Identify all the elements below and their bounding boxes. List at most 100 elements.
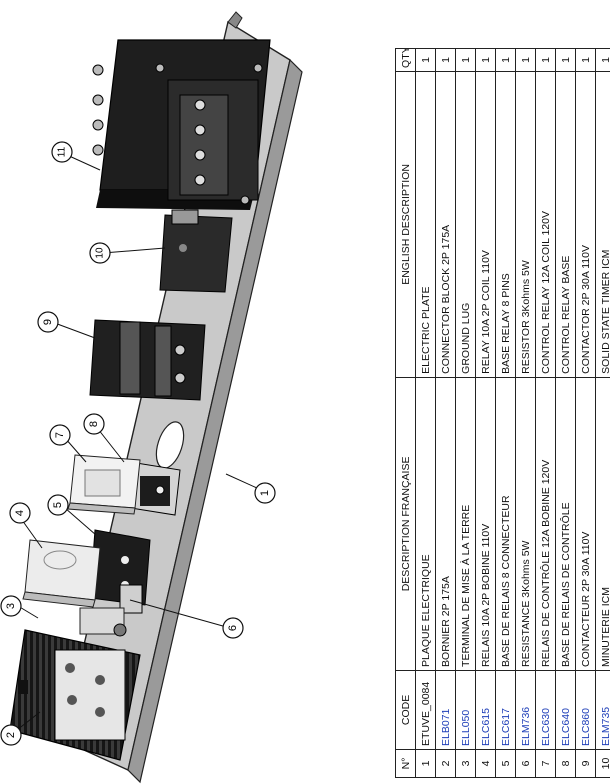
ground-lug-part [79, 607, 127, 637]
table-header-row: N° CODE DESCRIPTION FRANÇAISE ENGLISH DE… [395, 48, 416, 778]
part-code[interactable]: ELL050 [455, 670, 476, 750]
quantity: 1 [415, 48, 436, 72]
callout-5-label: 5 [52, 502, 64, 508]
timer-part [159, 209, 233, 293]
callout-2: 2 [0, 724, 22, 746]
callout-3-label: 3 [5, 603, 17, 609]
part-code[interactable]: ELB071 [435, 670, 456, 750]
french-description: CONTACTEUR 2P 30A 110V [575, 377, 596, 671]
english-description: GROUND LUG [455, 71, 476, 378]
electrical-plate-diagram: 1 2 3 4 5 6 7 8 9 10 11 [0, 11, 303, 784]
resistor-part [119, 584, 143, 614]
bill-of-materials: N° CODE DESCRIPTION FRANÇAISE ENGLISH DE… [395, 48, 610, 778]
part-code: ETUVE_0084 [415, 670, 436, 750]
french-description: PLAQUE ELECTRIQUE [415, 377, 436, 671]
callout-2-label: 2 [5, 732, 17, 738]
callout-7: 7 [49, 424, 71, 446]
callout-3: 3 [0, 595, 22, 617]
english-description: SOLID STATE TIMER ICM [595, 71, 610, 378]
header-french-description: DESCRIPTION FRANÇAISE [395, 377, 416, 671]
part-code[interactable]: ELM735 [595, 670, 610, 750]
english-description: RESISTOR 3Kohms 5W [515, 71, 536, 378]
header-number: N° [395, 749, 416, 778]
contactor-part [89, 319, 206, 401]
callout-1-label: 1 [259, 490, 271, 496]
callout-6-label: 6 [227, 625, 239, 631]
quantity: 1 [575, 48, 596, 72]
callout-6: 6 [222, 617, 244, 639]
parts-table: N° CODE DESCRIPTION FRANÇAISE ENGLISH DE… [395, 48, 610, 778]
header-qty: QTY [395, 48, 416, 72]
part-code[interactable]: ELM736 [515, 670, 536, 750]
part-code[interactable]: ELC617 [495, 670, 516, 750]
control-relay-part [67, 454, 141, 515]
quantity: 1 [435, 48, 456, 72]
quantity: 1 [455, 48, 476, 72]
relay-part [22, 539, 101, 608]
row-number: 7 [535, 749, 556, 778]
quantity: 1 [495, 48, 516, 72]
french-description: RESISTANCE 3Kohms 5W [515, 377, 536, 671]
french-description: TERMINAL DE MISE À LA TERRE [455, 377, 476, 671]
row-number: 1 [415, 749, 436, 778]
callout-4-label: 4 [14, 510, 26, 516]
english-description: CONNECTOR BLOCK 2P 175A [435, 71, 456, 378]
row-number: 5 [495, 749, 516, 778]
french-description: RELAIS DE CONTRÔLE 12A BOBINE 120V [535, 377, 556, 671]
english-description: RELAY 10A 2P COIL 110V [475, 71, 496, 378]
quantity: 1 [595, 48, 610, 72]
connector-block-part [9, 629, 141, 761]
callout-10: 10 [89, 242, 111, 264]
callout-9: 9 [37, 311, 59, 333]
callout-11: 11 [51, 141, 73, 163]
callout-1: 1 [254, 482, 276, 504]
row-number: 3 [455, 749, 476, 778]
callout-8-label: 8 [88, 421, 100, 427]
row-number: 2 [435, 749, 456, 778]
header-english-description: ENGLISH DESCRIPTION [395, 71, 416, 378]
english-description: CONTROL RELAY BASE [555, 71, 576, 378]
quantity: 1 [475, 48, 496, 72]
row-number: 6 [515, 749, 536, 778]
callout-4: 4 [9, 502, 31, 524]
row-number: 9 [575, 749, 596, 778]
part-code[interactable]: ELC860 [575, 670, 596, 750]
callout-7-label: 7 [54, 432, 66, 438]
callout-11-label: 11 [57, 146, 68, 157]
english-description: ELECTRIC PLATE [415, 71, 436, 378]
english-description: CONTROL RELAY 12A COIL 120V [535, 71, 556, 378]
quantity: 1 [555, 48, 576, 72]
leader-lines [16, 154, 269, 731]
row-number: 8 [555, 749, 576, 778]
transformer-part [92, 39, 271, 210]
callout-10-label: 10 [95, 247, 106, 259]
english-description: CONTACTOR 2P 30A 110V [575, 71, 596, 378]
row-number: 4 [475, 749, 496, 778]
part-code[interactable]: ELC630 [535, 670, 556, 750]
french-description: BORNIER 2P 175A [435, 377, 456, 671]
header-code: CODE [395, 670, 416, 750]
callout-5: 5 [47, 494, 69, 516]
quantity: 1 [535, 48, 556, 72]
french-description: MINUTERIE ICM [595, 377, 610, 671]
english-description: BASE RELAY 8 PINS [495, 71, 516, 378]
quantity: 1 [515, 48, 536, 72]
french-description: BASE DE RELAIS DE CONTRÔLE [555, 377, 576, 671]
callout-8: 8 [83, 413, 105, 435]
french-description: RELAIS 10A 2P BOBINE 110V [475, 377, 496, 671]
row-number: 10 [595, 749, 610, 778]
french-description: BASE DE RELAIS 8 CONNECTEUR [495, 377, 516, 671]
part-code[interactable]: ELC615 [475, 670, 496, 750]
callout-9-label: 9 [42, 319, 54, 325]
part-code[interactable]: ELC640 [555, 670, 576, 750]
